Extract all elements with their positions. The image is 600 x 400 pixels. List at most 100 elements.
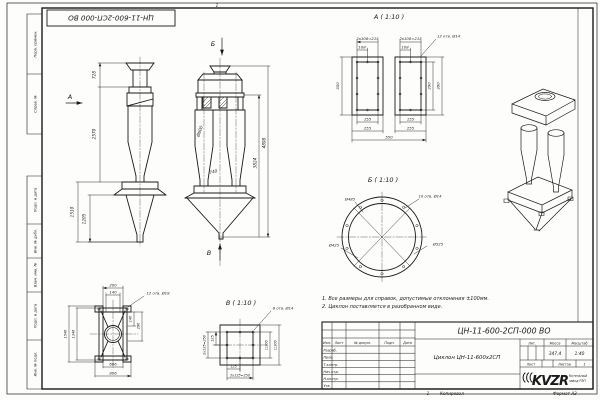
detail-v-ext-lines bbox=[205, 310, 282, 381]
dim-390-label: 390 bbox=[436, 82, 441, 90]
top-stamp-box bbox=[46, 9, 176, 27]
support-bottom-view: 200 140 12 отв. Ø18 140 290 1546 1346 60… bbox=[64, 283, 170, 378]
dim-2570-label: 2570 bbox=[92, 128, 97, 139]
dim-200-top: 200 bbox=[109, 283, 117, 288]
detail-b-holes-label: 10 отв. Ø14 bbox=[418, 194, 442, 199]
tb-row-nachotd: Нач.отд. bbox=[324, 370, 339, 374]
iso-top-port-inner bbox=[538, 93, 552, 100]
dim-sq300-label: □300 bbox=[274, 340, 278, 350]
dim-550-label: 550 bbox=[385, 134, 393, 139]
dim-606-label: 606 bbox=[109, 362, 117, 367]
dim-140-top: 140 bbox=[109, 290, 117, 295]
company-line-2: завод РЭП bbox=[569, 379, 586, 383]
dim-108-left: 108 bbox=[358, 44, 366, 49]
iso-outline bbox=[507, 88, 576, 232]
margin-label: Инв. № дубл. bbox=[34, 229, 38, 254]
dim-250-left: 2х125=250 bbox=[203, 335, 207, 355]
support-dim-lines bbox=[68, 288, 143, 376]
footer-copy-label: Копировал bbox=[440, 391, 464, 396]
tb-mass-value: 347,4 bbox=[549, 351, 562, 357]
detail-v-title: В ( 1:10 ) bbox=[226, 299, 256, 307]
margin-label: Перв. примен. bbox=[34, 31, 38, 58]
outer-border bbox=[6, 2, 598, 395]
tb-col-list: Лист bbox=[334, 341, 345, 345]
dim-425-label: Ø425 bbox=[328, 243, 340, 248]
margin-labels: Перв. примен. Справ. № Подп. и дата Инв.… bbox=[34, 31, 38, 377]
drawing-frame bbox=[6, 2, 598, 395]
tb-col-izm: Изм. bbox=[323, 341, 331, 345]
logo-coil-icon bbox=[522, 372, 533, 383]
front-view-ext-lines bbox=[220, 65, 271, 238]
tb-row-tkontr: Т.контр. bbox=[324, 363, 339, 367]
detail-a-holes-label: 12 отв. Ø14 bbox=[437, 34, 461, 39]
tb-sheet-label: Лист bbox=[526, 362, 537, 366]
support-ext-lines bbox=[67, 285, 145, 378]
tb-row-prov: Пров. bbox=[324, 356, 334, 360]
dim-125-left: 125 bbox=[211, 335, 215, 341]
dim-125-bottom: 125 bbox=[230, 365, 236, 369]
detail-v-view: В ( 1:10 ) 125 2х125=250 □200 □300 125 2… bbox=[203, 299, 294, 380]
detail-b-view: Б ( 1:10 ) Ø485 Ø425 Ø525 10 отв. Ø14 bbox=[328, 176, 444, 283]
dim-140-right: 140 bbox=[129, 316, 133, 322]
tb-mass-label: Масса bbox=[550, 341, 561, 345]
dim-290-label: 290 bbox=[427, 82, 432, 90]
dim-806-label: 806 bbox=[109, 371, 117, 376]
view-arrow-v-label: В bbox=[207, 249, 212, 257]
margin-label: Инв. № подл. bbox=[34, 352, 38, 377]
dim-155-left: 155 bbox=[364, 116, 372, 121]
iso-feet bbox=[503, 196, 574, 216]
dim-255-right: 255 bbox=[407, 125, 415, 130]
iso-top-port bbox=[534, 92, 556, 101]
tb-part-name: Циклон ЦН-11-600х2СП bbox=[434, 355, 501, 361]
tb-doc-number: ЦН-11-600-2СП-000 ВО bbox=[457, 327, 550, 336]
top-stamp-text: ЦН-11-600-2СП-000 ВО bbox=[68, 14, 154, 23]
note-line-1: 1. Все размеры для справок, допустимые о… bbox=[322, 296, 489, 302]
view-arrow-a-label: А bbox=[67, 93, 72, 101]
zone-top-label: 1 bbox=[216, 3, 219, 8]
tb-lit-label: Лит. bbox=[527, 341, 536, 345]
tb-col-dokum: № докум. bbox=[353, 341, 371, 345]
front-view-dim-lines bbox=[259, 65, 268, 237]
dim-3824-label: 3824 bbox=[253, 157, 258, 168]
margin-label: Подп. и дата bbox=[34, 304, 38, 328]
footer-margin: 1 Копировал Формат А3 bbox=[427, 391, 578, 396]
dim-600-label: Ø600 bbox=[195, 125, 204, 139]
tb-row-nkontr: Н.контр. bbox=[324, 377, 339, 381]
margin-cells bbox=[26, 13, 43, 390]
dim-4898-label: 4898 bbox=[262, 137, 267, 148]
dim-250-bottom: 2х125=250 bbox=[230, 374, 250, 378]
dim-485-label: Ø485 bbox=[344, 197, 356, 202]
margin-label: Подп. и дата bbox=[34, 188, 38, 212]
detail-a-title: А ( 1:10 ) bbox=[373, 13, 404, 21]
dim-sq200-label: □200 bbox=[265, 340, 269, 350]
logo-text: KVZR bbox=[532, 374, 568, 389]
footer-zone: 1 bbox=[427, 391, 430, 396]
detail-a-view: А ( 1:10 ) 2х108=215 2х108=215 108 108 1… bbox=[335, 13, 461, 142]
dim-155-right: 155 bbox=[407, 116, 415, 121]
dim-1346-label: 1346 bbox=[72, 330, 76, 339]
side-view-dim-lines bbox=[77, 63, 100, 242]
title-block-border bbox=[321, 321, 594, 390]
front-view-centerlines bbox=[203, 57, 237, 267]
footer-format-label: Формат А3 bbox=[553, 391, 577, 396]
support-holes-label: 12 отв. Ø18 bbox=[146, 291, 170, 296]
front-view-outline bbox=[184, 65, 256, 240]
dim-1546-label: 1546 bbox=[64, 330, 68, 339]
note-line-2: 2. Циклон поставляется в разобранном вид… bbox=[322, 304, 442, 310]
tb-sheets-label: Листов bbox=[557, 362, 571, 366]
kvzr-logo: KVZR Котельный завод РЭП bbox=[522, 372, 587, 389]
tb-row-razrab: Разраб. bbox=[324, 349, 337, 353]
dim-1205-label: 1205 bbox=[82, 213, 87, 224]
detail-b-inner-circle bbox=[348, 203, 416, 271]
dim-span-left: 2х108=215 bbox=[356, 36, 379, 41]
iso-cyclone-top-right bbox=[547, 129, 565, 137]
iso-cyclone-top-left bbox=[520, 124, 538, 132]
detail-b-diameter-lines bbox=[353, 207, 411, 267]
title-block-grid bbox=[321, 321, 594, 390]
dim-span-right: 2х108=215 bbox=[399, 36, 422, 41]
dim-728-label: 728 bbox=[92, 71, 97, 79]
detail-b-leaders bbox=[340, 198, 428, 259]
margin-label: Взам. инв. № bbox=[34, 263, 38, 288]
